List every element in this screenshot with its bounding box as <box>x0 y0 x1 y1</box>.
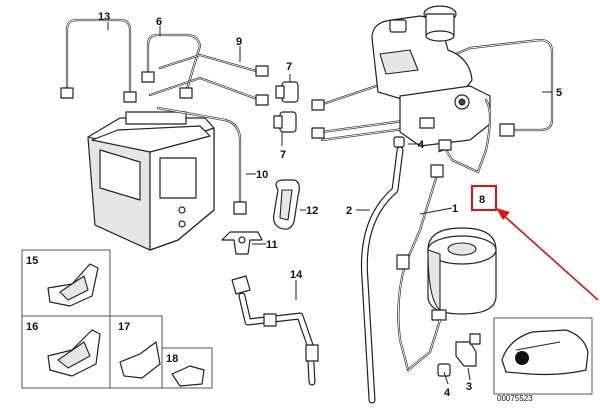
callout-10: 10 <box>256 169 268 181</box>
highlight-arrow-head <box>496 208 510 220</box>
leader-lines <box>107 22 552 385</box>
brake-line-6 <box>141 33 202 99</box>
callout-14: 14 <box>290 269 303 281</box>
highlight-box <box>471 185 497 211</box>
brake-line-10 <box>156 106 247 215</box>
master-cylinder-body <box>399 85 491 147</box>
highlight-arrow <box>501 213 599 301</box>
abs-hydraulic-unit <box>87 111 215 251</box>
fitting-7-upper <box>275 81 299 103</box>
inset-clip-18 <box>161 347 213 389</box>
seal-4-lower <box>437 363 451 377</box>
callout-labels: 13 6 9 7 7 10 12 11 14 2 1 5 4 3 4 3 15 … <box>26 11 562 399</box>
callout-3: 3 <box>466 381 472 393</box>
callout-4-lower: 4 <box>444 387 451 399</box>
callout-9: 9 <box>236 36 242 48</box>
callout-1: 1 <box>452 203 458 215</box>
inset-clip-15 <box>21 249 111 317</box>
callout-7-lower: 7 <box>280 149 286 161</box>
brake-line-5 <box>318 38 554 137</box>
callout-7-upper: 7 <box>286 61 292 73</box>
highlighted-callout-8: 8 <box>471 185 599 301</box>
callout-11: 11 <box>266 239 278 251</box>
pressure-accumulator <box>427 227 497 321</box>
bracket-11 <box>221 231 263 255</box>
elbow-fitting-3 <box>455 333 481 367</box>
callout-4-upper: 4 <box>418 139 425 151</box>
hose-14 <box>231 275 319 386</box>
callout-5: 5 <box>556 87 562 99</box>
fitting-7-lower <box>273 111 297 133</box>
brake-line-8 <box>438 98 492 174</box>
hose-2 <box>360 146 404 404</box>
inset-clip-16 <box>21 315 111 389</box>
callout-6: 6 <box>156 16 162 28</box>
callout-2: 2 <box>346 205 352 217</box>
seal-4-upper <box>393 136 405 148</box>
callout-18: 18 <box>166 353 178 365</box>
callout-16: 16 <box>26 321 38 333</box>
fitting-union-b <box>311 127 325 139</box>
hose-1-lower <box>406 318 442 372</box>
callout-8: 8 <box>479 194 485 206</box>
inset-clip-17 <box>109 315 163 389</box>
image-number: 00075523 <box>497 394 533 403</box>
callout-17: 17 <box>118 321 130 333</box>
grommet-12 <box>273 179 300 230</box>
callout-13: 13 <box>98 11 110 23</box>
brake-line-13 <box>60 18 137 103</box>
master-cylinder-reservoir <box>371 5 473 103</box>
hose-1 <box>396 164 444 372</box>
callout-12: 12 <box>306 205 318 217</box>
callout-15: 15 <box>26 255 38 267</box>
vehicle-locator-inset <box>493 317 593 395</box>
fitting-union-a <box>311 99 325 111</box>
brake-line-9 <box>148 53 269 106</box>
